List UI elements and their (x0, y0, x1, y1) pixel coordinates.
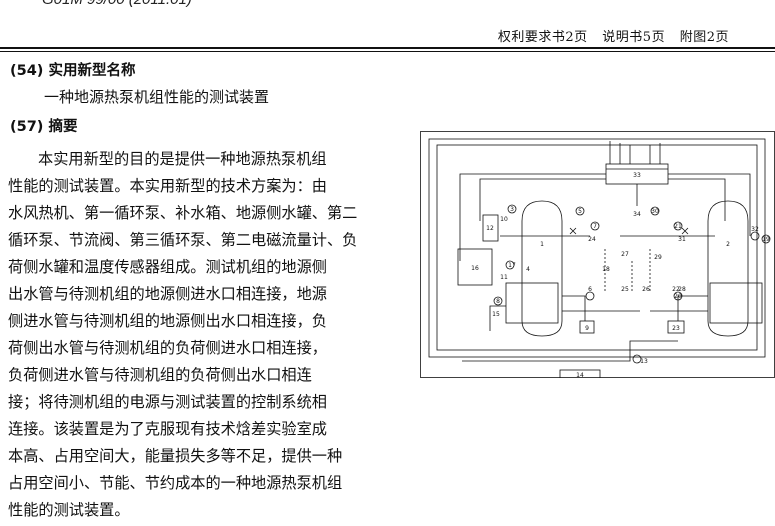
label-8: 8 (496, 298, 500, 305)
label-23: 23 (672, 325, 680, 332)
claims-page-count: 权利要求书2页 (497, 30, 588, 45)
right-tank (707, 200, 749, 337)
abstract-line: 本实用新型的目的是提供一种地源热泵机组 (38, 150, 327, 168)
label-20: 20 (674, 293, 682, 300)
label-14: 14 (576, 372, 584, 378)
header-divider-thin (0, 51, 775, 52)
label-11: 11 (500, 274, 508, 281)
abstract-line: 荷侧出水管与待测机组的负荷侧进水口相连接， (8, 339, 327, 357)
label-28: 28 (678, 286, 686, 293)
description-page-count: 说明书5页 (602, 30, 666, 45)
label-32: 32 (751, 226, 759, 233)
abstract-line: 本高、占用空间大，能量损失多等不足，提供一种 (8, 447, 343, 465)
box-14 (559, 369, 601, 378)
abstract-heading: (57) 摘要 (10, 119, 78, 135)
label-7: 7 (593, 223, 597, 230)
label-18: 18 (602, 266, 610, 273)
abstract-line: 循环泵、节流阀、第三循环泵、第二电磁流量计、负 (8, 231, 358, 249)
label-22: 22 (672, 286, 680, 293)
page-count-info: 权利要求书2页 说明书5页 附图2页 (488, 26, 729, 45)
label-2: 2 (726, 241, 730, 248)
label-21: 21 (674, 223, 682, 230)
label-16: 16 (471, 265, 479, 272)
box-12 (482, 214, 499, 242)
box-23 (667, 320, 685, 334)
label-19: 19 (762, 236, 770, 243)
utility-name-heading: (54) 实用新型名称 (10, 63, 136, 79)
abstract-line: 负荷侧进水管与待测机组的负荷侧出水口相连 (8, 366, 312, 384)
label-9: 9 (585, 325, 589, 332)
abstract-line: 性能的测试装置。 (8, 501, 130, 519)
label-13: 13 (640, 358, 648, 365)
box-16 (457, 248, 493, 286)
label-4: 4 (526, 266, 530, 273)
label-27: 27 (621, 251, 629, 258)
figure-frame (420, 131, 775, 378)
label-31: 31 (678, 236, 686, 243)
abstract-line: 水风热机、第一循环泵、补水箱、地源侧水罐、第二 (8, 204, 358, 222)
header-divider (0, 47, 775, 49)
abstract-line: 占用空间小、节能、节约成本的一种地源热泵机组 (8, 474, 343, 492)
classification-code: G01M 99/00 (2011.01) (42, 0, 192, 8)
left-tank (521, 200, 563, 337)
label-34: 34 (633, 211, 641, 218)
label-3: 3 (510, 206, 514, 213)
abstract-line: 连接。该装置是为了克服现有技术焓差实验室成 (8, 420, 327, 438)
abstract-line: 出水管与待测机组的地源侧进水口相连接，地源 (8, 285, 327, 303)
label-1: 1 (540, 241, 544, 248)
abstract-line: 性能的测试装置。本实用新型的技术方案为：由 (8, 177, 327, 195)
abstract-line: 荷侧水罐和温度传感器组成。测试机组的地源侧 (8, 258, 327, 276)
label-12: 12 (486, 225, 494, 232)
box-9 (579, 320, 595, 334)
drawings-page-count: 附图2页 (679, 30, 729, 45)
abstract-line: 侧进水管与待测机组的地源侧出水口相连接，负 (8, 312, 327, 330)
abstract-body: 本实用新型的目的是提供一种地源热泵机组 性能的测试装置。本实用新型的技术方案为：… (8, 146, 396, 524)
label-15: 15 (492, 311, 500, 318)
label-33: 33 (633, 172, 641, 179)
abstract-figure: 33 34 1 2 16 12 9 23 14 3 4 5 6 7 8 10 1… (420, 131, 775, 378)
label-30: 30 (651, 208, 659, 215)
label-17: 17 (508, 262, 516, 269)
label-26: 26 (642, 286, 650, 293)
label-5: 5 (578, 208, 582, 215)
label-6: 6 (588, 286, 592, 293)
outer-pipe-loop (428, 138, 766, 358)
label-10: 10 (500, 216, 508, 223)
label-29: 29 (654, 254, 662, 261)
label-24: 24 (588, 236, 596, 243)
utility-title: 一种地源热泵机组性能的测试装置 (44, 88, 270, 106)
abstract-line: 接；将待测机组的电源与测试装置的控制系统相 (8, 393, 327, 411)
inner-pipe-loop (436, 144, 758, 351)
system-schematic: 33 34 1 2 16 12 9 23 14 3 4 5 6 7 8 10 1… (420, 131, 775, 378)
label-25: 25 (621, 286, 629, 293)
